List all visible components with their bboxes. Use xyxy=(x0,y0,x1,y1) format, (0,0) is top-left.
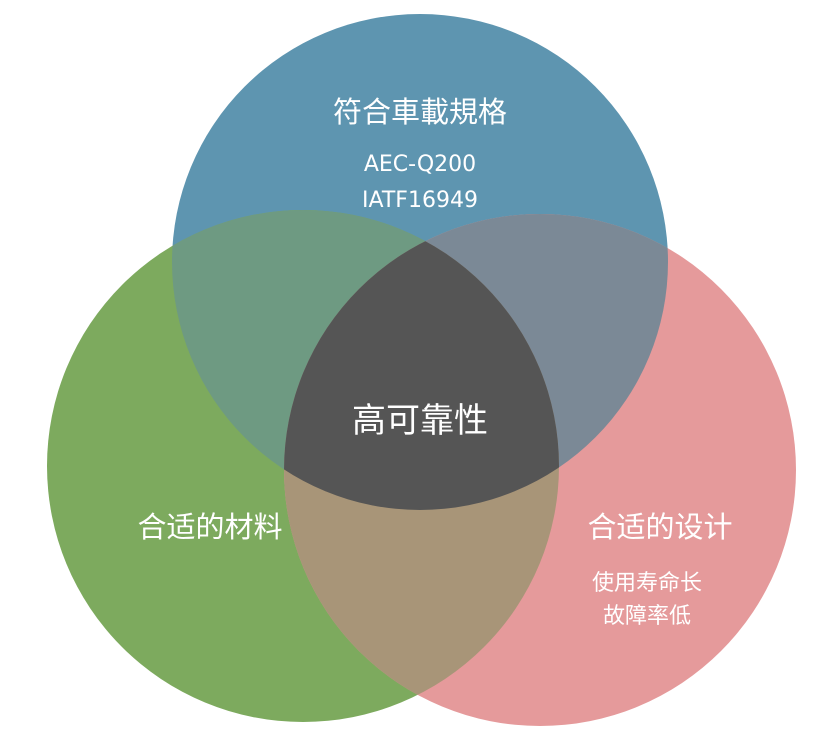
right-circle-line-2: 故障率低 xyxy=(603,604,691,629)
top-circle-line-1: AEC-Q200 xyxy=(364,152,476,177)
center-title: 高可靠性 xyxy=(352,401,488,441)
top-circle-title: 符合車載規格 xyxy=(333,95,507,129)
left-circle-title: 合适的材料 xyxy=(137,510,282,544)
right-circle-line-1: 使用寿命长 xyxy=(592,571,702,596)
center-overlap xyxy=(284,214,559,510)
right-circle-title: 合适的设计 xyxy=(587,510,732,544)
top-circle-line-2: IATF16949 xyxy=(362,188,478,213)
